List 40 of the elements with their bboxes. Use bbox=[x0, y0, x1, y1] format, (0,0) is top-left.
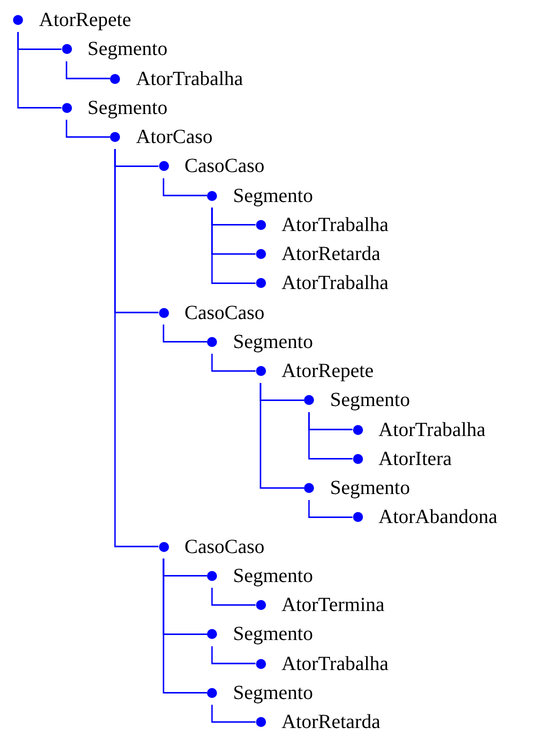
node-label: AtorTrabalha bbox=[282, 272, 389, 294]
node-label: AtorTrabalha bbox=[282, 214, 389, 236]
node-label: Segmento bbox=[330, 477, 410, 499]
node-label: AtorCaso bbox=[136, 126, 213, 148]
connector-line bbox=[211, 588, 256, 606]
node-label: AtorRetarda bbox=[282, 711, 380, 733]
node-label: Segmento bbox=[233, 330, 313, 353]
connector-line bbox=[114, 149, 158, 548]
connector-line bbox=[66, 120, 110, 138]
connector-line bbox=[211, 704, 256, 723]
connector-line bbox=[260, 383, 304, 489]
node-label: AtorRepete bbox=[39, 9, 132, 31]
connector-line bbox=[308, 500, 352, 518]
node-label: Segmento bbox=[233, 184, 313, 206]
connector-line bbox=[17, 32, 62, 108]
node-label: Segmento bbox=[233, 623, 313, 646]
node-label: Segmento bbox=[88, 96, 168, 119]
connector-line bbox=[211, 646, 256, 664]
node-label: AtorRepete bbox=[282, 360, 374, 382]
node-label: Segmento bbox=[233, 564, 313, 587]
node-label: CasoCaso bbox=[184, 302, 264, 324]
connector-line bbox=[162, 178, 207, 196]
node-label: AtorItera bbox=[378, 448, 452, 470]
node-label: AtorAbandona bbox=[378, 506, 498, 528]
node-label: AtorTrabalha bbox=[282, 652, 389, 674]
connector-line bbox=[162, 324, 207, 342]
connector-line bbox=[162, 558, 207, 694]
node-label: CasoCaso bbox=[184, 536, 264, 558]
node-label: AtorTrabalha bbox=[136, 68, 244, 90]
node-label: Segmento bbox=[88, 38, 168, 60]
connector-line bbox=[211, 354, 256, 372]
node-label: AtorTermina bbox=[282, 594, 385, 616]
connector-line bbox=[308, 412, 352, 460]
node-label: AtorTrabalha bbox=[378, 418, 486, 440]
node-label: Segmento bbox=[233, 682, 313, 704]
node-label: Segmento bbox=[330, 389, 410, 412]
connector-line bbox=[211, 208, 256, 284]
connector-line bbox=[66, 61, 110, 80]
node-label: CasoCaso bbox=[184, 155, 264, 178]
node-label: AtorRetarda bbox=[282, 243, 380, 265]
